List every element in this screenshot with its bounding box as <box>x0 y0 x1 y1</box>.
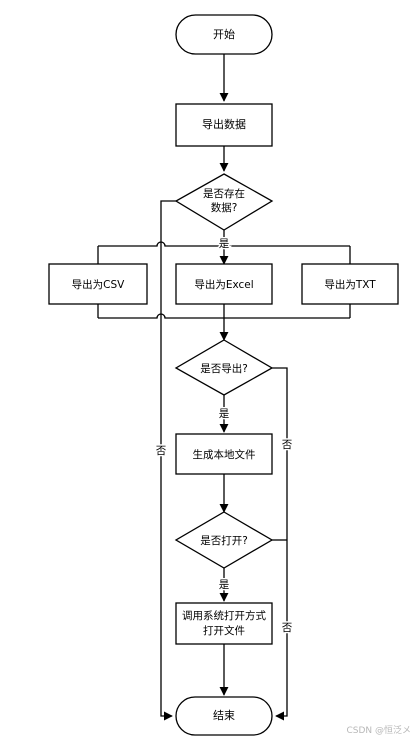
export-txt-process <box>301 263 399 305</box>
edge-label-open-yes: 是 <box>219 579 230 591</box>
open-decision <box>174 511 274 569</box>
edge-export-no-to-end <box>272 367 288 721</box>
generate-file-process <box>175 433 273 475</box>
export-csv-label: 导出为CSV <box>72 278 125 291</box>
export-data-process <box>175 103 273 147</box>
start-terminal <box>175 14 273 55</box>
edge-label-open-no: 否 <box>282 622 293 634</box>
export-data-label: 导出数据 <box>202 117 246 131</box>
end-label: 结束 <box>213 709 235 722</box>
generate-file-label: 生成本地文件 <box>193 448 256 461</box>
edge-data-no-to-end <box>160 200 176 721</box>
edge-label-export-yes: 是 <box>219 408 230 420</box>
export-txt-label: 导出为TXT <box>324 278 376 291</box>
export-decision-label: 是否导出? <box>200 362 248 375</box>
export-csv-process <box>48 263 148 305</box>
open-decision-label: 是否打开? <box>200 534 248 547</box>
end-terminal <box>175 696 273 736</box>
call-open-label-line2: 打开文件 <box>203 624 245 637</box>
call-open-label-line1: 调用系统打开方式 <box>182 609 266 622</box>
watermark-text: CSDN @恒泛メ <box>346 724 411 736</box>
call-open-process <box>175 602 273 645</box>
export-excel-label: 导出为Excel <box>194 278 253 291</box>
start-label: 开始 <box>213 27 235 41</box>
data-exists-decision <box>174 173 274 231</box>
data-exists-label-line1: 是否存在 <box>203 187 245 200</box>
edge-label-export-no: 否 <box>282 439 293 451</box>
export-excel-process <box>175 263 273 305</box>
export-decision <box>174 339 274 396</box>
edge-label-data-no: 否 <box>156 445 167 457</box>
edge-label-data-yes: 是 <box>219 238 230 250</box>
data-exists-label-line2: 数据? <box>211 201 238 214</box>
